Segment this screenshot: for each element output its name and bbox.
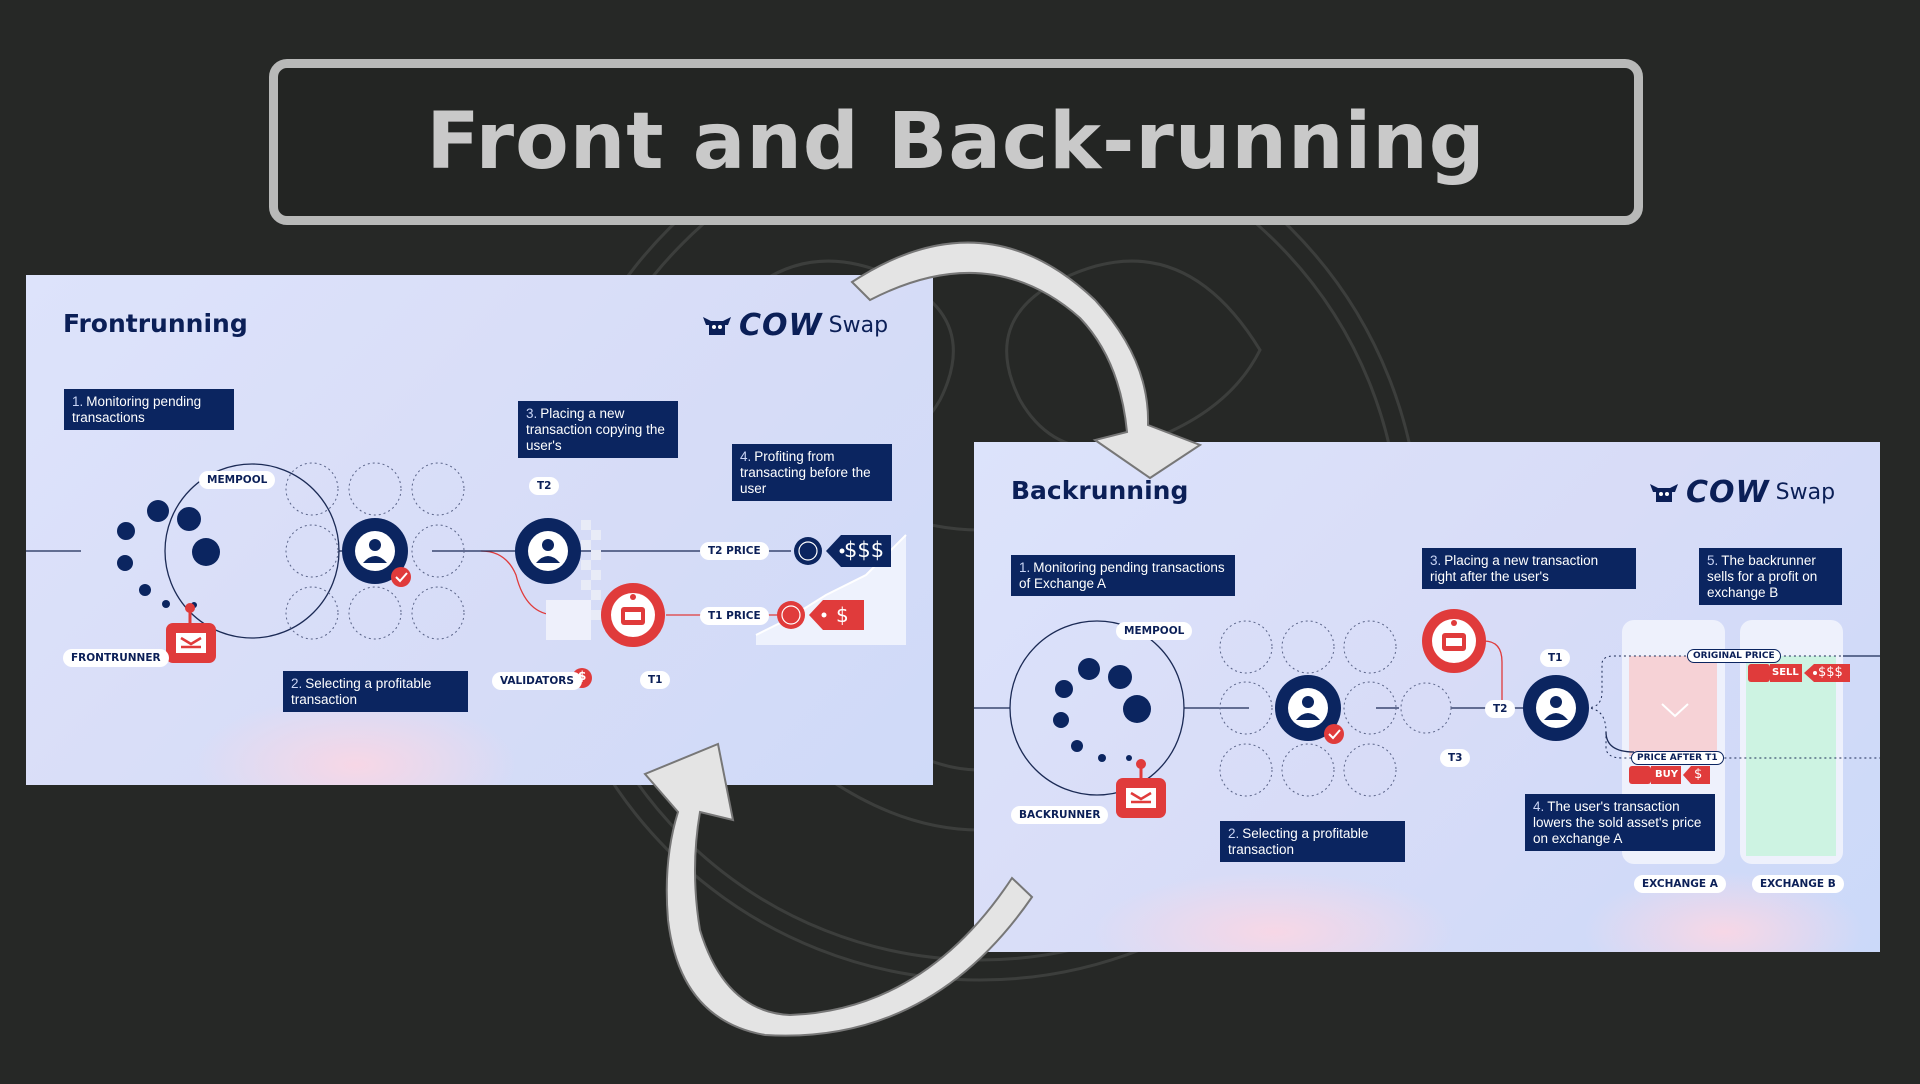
exchange-a-label: EXCHANGE A	[1634, 875, 1726, 893]
t2-profit-text: $$$	[844, 538, 885, 562]
logo-product: Swap	[1775, 480, 1836, 505]
sell-price-tag	[1804, 664, 1850, 682]
mempool-label: MEMPOOL	[1116, 622, 1193, 640]
selected-user-icon	[342, 518, 411, 587]
original-price-label: ORIGINAL PRICE	[1687, 649, 1781, 663]
frontrunning-title: Frontrunning	[63, 309, 248, 338]
t2-user-icon	[515, 518, 581, 584]
mempool-dots	[1053, 658, 1151, 762]
front-step-4: 4.Profiting from transacting before the …	[732, 444, 892, 501]
mempool-label: MEMPOOL	[199, 471, 276, 489]
selected-user-icon	[1275, 675, 1344, 744]
transaction-grid	[1219, 620, 1452, 797]
logo-brand: COW	[1686, 475, 1770, 510]
t1-profit-text: $	[836, 603, 849, 627]
t1-user-icon	[1523, 675, 1589, 741]
t1-label: T1	[1540, 649, 1571, 667]
price-after-t1-label: PRICE AFTER T1	[1631, 751, 1724, 765]
sell-profit-text: $$$	[1818, 665, 1843, 680]
validators-fee-text: $	[578, 669, 587, 683]
buy-price-tag	[1683, 766, 1710, 784]
logo-brand: COW	[739, 308, 823, 343]
back-step-4: 4.The user's transaction lowers the sold…	[1525, 794, 1715, 851]
buy-cost-text: $	[1694, 767, 1703, 782]
bottom-curved-arrow	[643, 742, 1034, 1037]
backrunning-panel: Backrunning COW Swap 1.Monitoring pendin…	[974, 442, 1880, 952]
frontrunner-label: FRONTRUNNER	[63, 649, 169, 667]
t2-label: T2	[1485, 700, 1516, 718]
cowswap-logo: COW Swap	[1648, 475, 1835, 510]
mempool-dots	[117, 500, 220, 608]
t3-label: T3	[1440, 749, 1471, 767]
frontrunning-diagram	[26, 462, 907, 785]
frontrunning-panel: Frontrunning COW Swap 1.Monitoring pendi…	[26, 275, 933, 785]
buy-label: BUY	[1655, 769, 1678, 780]
back-step-3: 3.Placing a new transaction right after …	[1422, 548, 1636, 589]
back-step-2: 2.Selecting a profitable transaction	[1220, 821, 1405, 862]
page-title: Front and Back-running	[426, 97, 1486, 187]
transaction-grid	[285, 462, 465, 640]
top-curved-arrow	[850, 241, 1203, 480]
t1-price-tag	[809, 600, 864, 630]
cow-logo-icon	[1650, 483, 1678, 502]
sell-bot-badge	[1748, 664, 1770, 682]
front-step-3: 3.Placing a new transaction copying the …	[518, 401, 678, 458]
t1-price-label: T1 PRICE	[700, 607, 769, 625]
t1-bot-icon	[601, 583, 665, 647]
t2-price-tag	[826, 535, 891, 567]
title-banner: Front and Back-running	[269, 59, 1643, 225]
validators-label: VALIDATORS	[492, 672, 582, 690]
backrunning-title: Backrunning	[1011, 476, 1189, 505]
t2-label: T2	[529, 477, 560, 495]
frontrunner-bot-icon	[166, 603, 216, 663]
t1-label: T1	[640, 671, 671, 689]
back-step-1: 1.Monitoring pending transactions of Exc…	[1011, 555, 1235, 596]
backrunner-label: BACKRUNNER	[1011, 806, 1109, 824]
t2-price-label: T2 PRICE	[700, 542, 769, 560]
back-step-5: 5.The backrunner sells for a profit on e…	[1699, 548, 1842, 605]
front-step-1: 1.Monitoring pending transactions	[64, 389, 234, 430]
backrunner-bot-icon	[1116, 759, 1166, 818]
exchange-b-label: EXCHANGE B	[1752, 875, 1844, 893]
logo-product: Swap	[828, 313, 889, 338]
cow-logo-icon	[703, 316, 731, 335]
front-step-2: 2.Selecting a profitable transaction	[283, 671, 468, 712]
buy-bot-badge	[1629, 766, 1651, 784]
cowswap-logo: COW Swap	[701, 308, 888, 343]
sell-label: SELL	[1772, 667, 1799, 678]
t2-bot-icon	[1422, 609, 1486, 673]
